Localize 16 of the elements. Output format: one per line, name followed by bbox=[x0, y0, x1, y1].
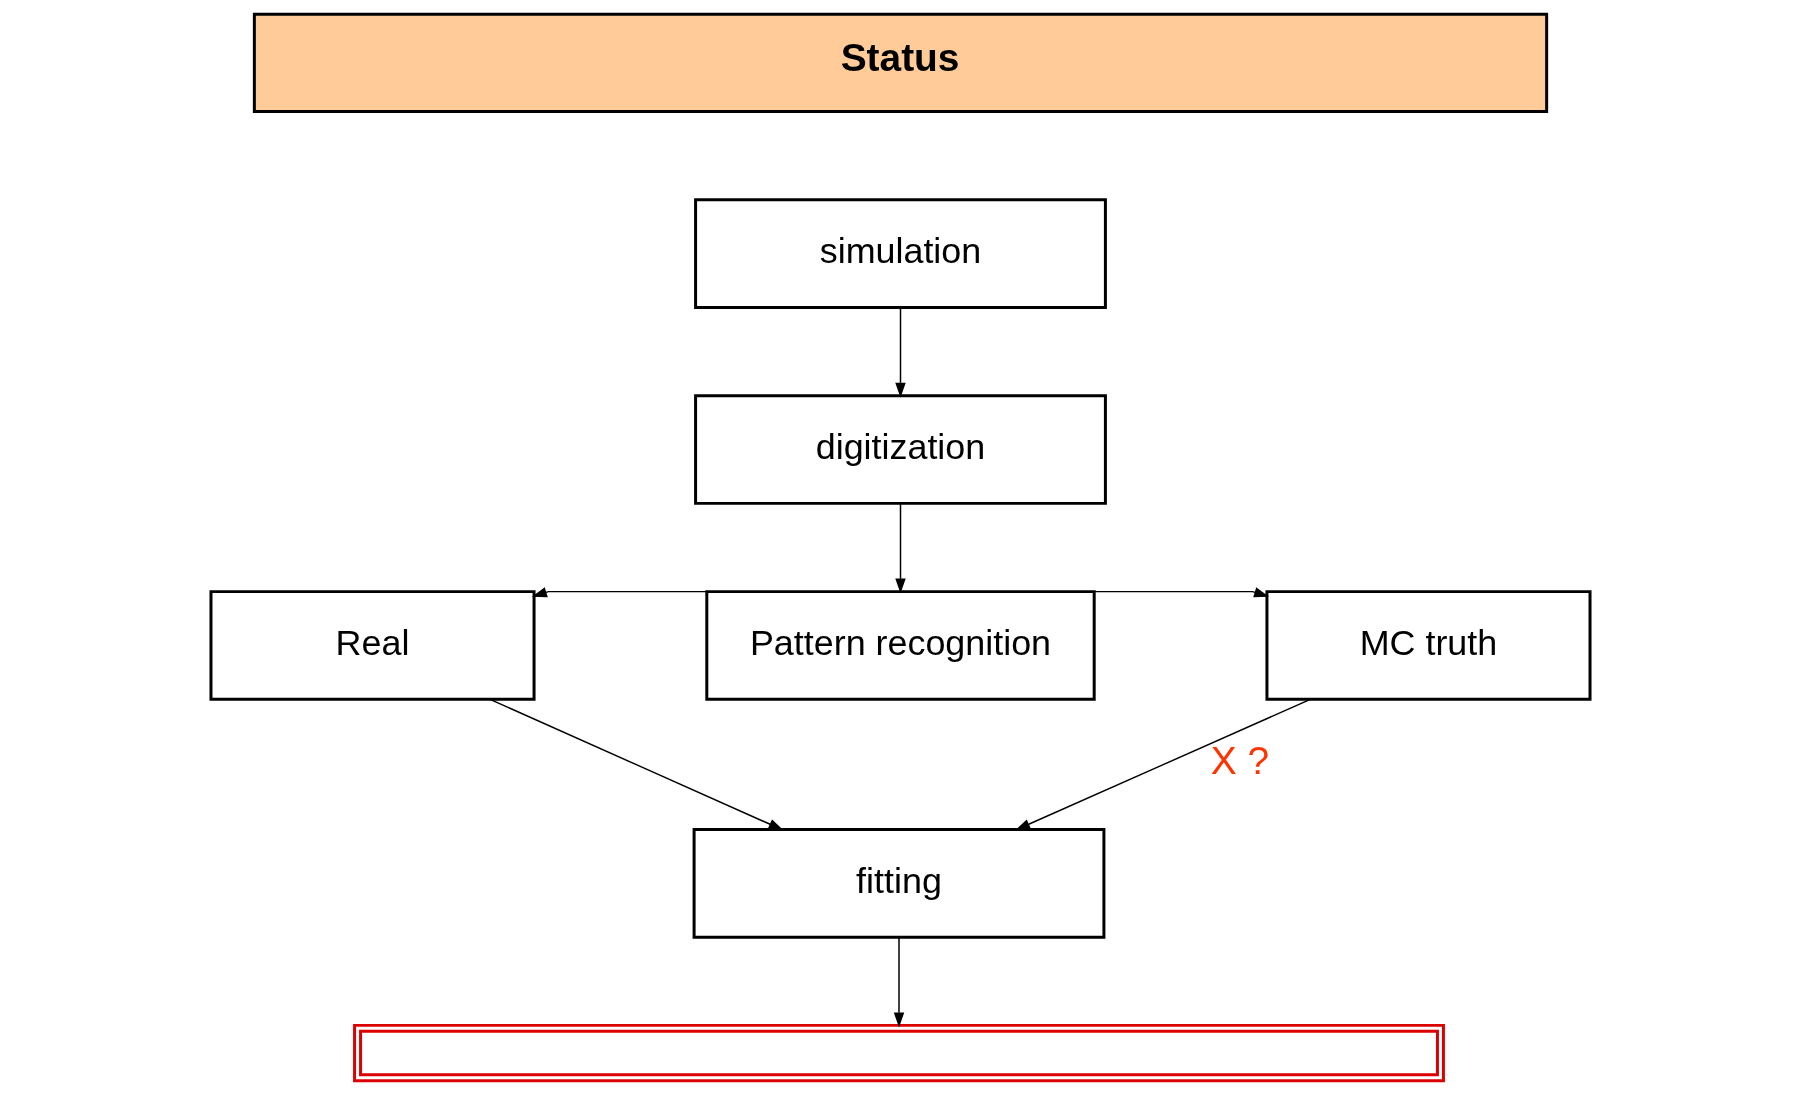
node-box: Real bbox=[209, 590, 536, 701]
arrow bbox=[1014, 698, 1311, 831]
node-box: Pattern recognition bbox=[704, 590, 1096, 701]
node-box: digitization bbox=[693, 394, 1107, 505]
arrow bbox=[893, 936, 904, 1028]
node-box: Status bbox=[252, 12, 1548, 113]
arrow bbox=[1093, 587, 1269, 598]
node-box: simulation bbox=[693, 198, 1107, 309]
arrow bbox=[894, 307, 906, 398]
arrow bbox=[488, 698, 783, 831]
edge-label: X ? bbox=[1210, 738, 1269, 782]
arrow bbox=[531, 587, 707, 598]
arrow bbox=[894, 503, 906, 594]
node-box: MC truth bbox=[1264, 590, 1591, 701]
node-box: fitting bbox=[692, 827, 1105, 939]
node-box bbox=[352, 1023, 1445, 1083]
